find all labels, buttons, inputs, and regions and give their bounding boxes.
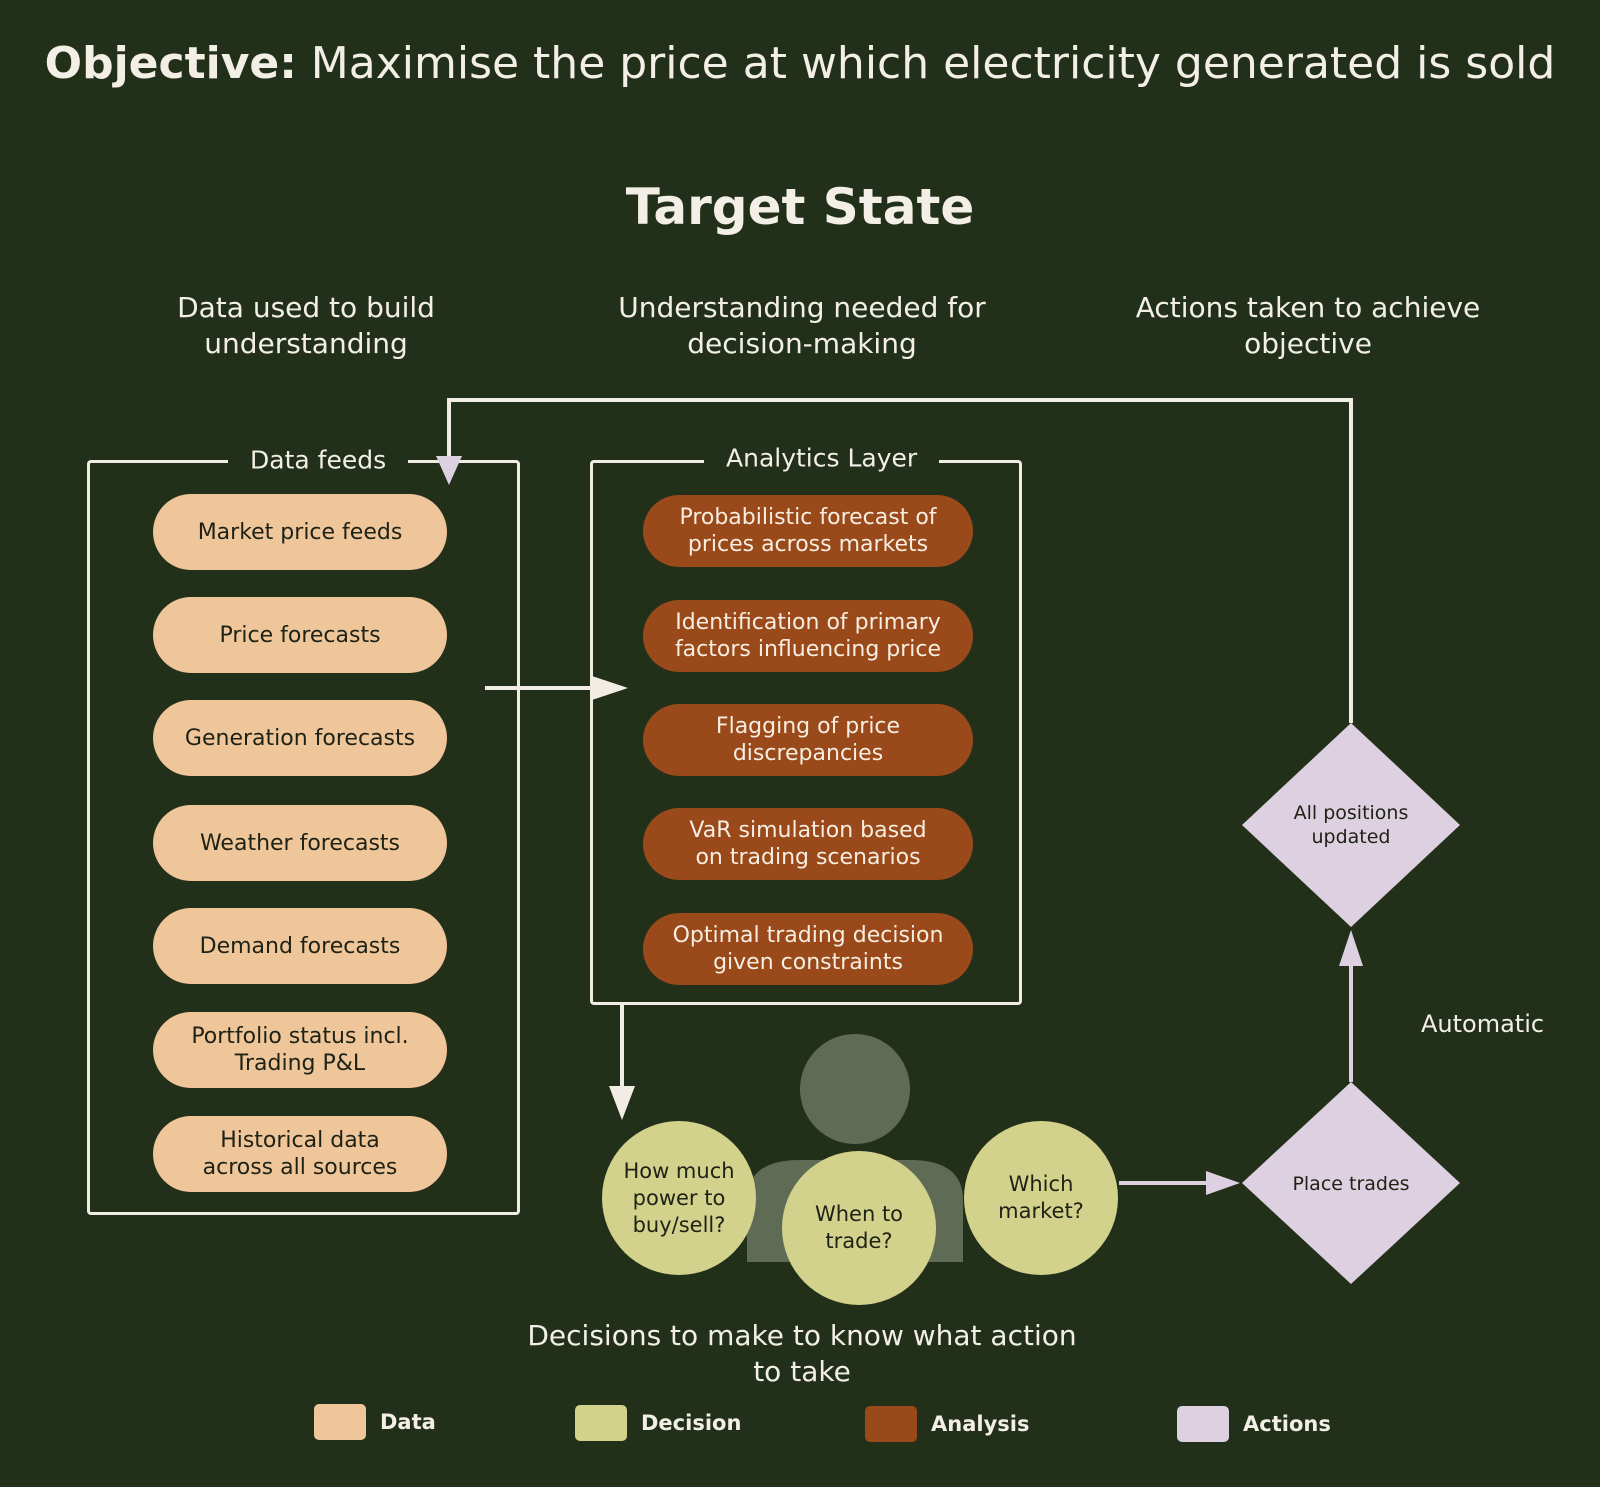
feedback-loop-line: [447, 398, 1353, 723]
decisions-caption: Decisions to make to know what action to…: [522, 1318, 1082, 1390]
analysis-item-price-discrepancies: Flagging of price discrepancies: [643, 704, 973, 776]
decisions-caption-line2: to take: [753, 1355, 851, 1388]
data-item-market-price-feeds: Market price feeds: [153, 494, 447, 570]
data-item-historical-data: Historical data across all sources: [153, 1116, 447, 1192]
understanding-column-heading: Understanding needed for decision-making: [592, 290, 1012, 362]
target-state-title: Target State: [625, 178, 975, 236]
feedback-loop-arrowhead: [436, 456, 462, 485]
data-item-text: Generation forecasts: [184, 725, 416, 751]
analysis-item-text: discrepancies: [732, 741, 884, 766]
analysis-item-text: Probabilistic forecast of: [679, 505, 937, 530]
legend-swatch-decision: [575, 1405, 627, 1441]
decisions-caption-line1: Decisions to make to know what action: [527, 1319, 1077, 1352]
analysis-item-text: given constraints: [713, 950, 903, 975]
legend-label-analysis: Analysis: [931, 1412, 1030, 1436]
decision-text: buy/sell?: [632, 1212, 726, 1237]
analysis-item-text: prices across markets: [687, 532, 929, 557]
legend-swatch-actions: [1177, 1406, 1229, 1442]
legend-swatch-data: [314, 1404, 366, 1440]
trades-to-positions-arrowhead: [1339, 930, 1363, 966]
analysis-item-probabilistic-forecast: Probabilistic forecast of prices across …: [643, 495, 973, 567]
data-item-portfolio-status: Portfolio status incl. Trading P&L: [153, 1012, 447, 1088]
analysis-item-optimal-decision: Optimal trading decision given constrain…: [643, 913, 973, 985]
data-item-text: Market price feeds: [197, 519, 403, 545]
analysis-item-text: Optimal trading decision: [672, 923, 944, 948]
actions-column-heading-line1: Actions taken to achieve: [1135, 291, 1481, 324]
legend-label-actions: Actions: [1243, 1412, 1331, 1436]
data-item-text: Portfolio status incl.: [191, 1024, 409, 1049]
legend-label-data: Data: [380, 1410, 436, 1434]
data-item-demand-forecasts: Demand forecasts: [153, 908, 447, 984]
legend-item-analysis: Analysis: [865, 1406, 1029, 1442]
objective-heading: Objective: Maximise the price at which e…: [0, 38, 1600, 89]
decision-text: How much: [623, 1158, 735, 1183]
data-item-generation-forecasts: Generation forecasts: [153, 700, 447, 776]
objective-text: Maximise the price at which electricity …: [296, 38, 1556, 89]
all-positions-diamond: [1242, 723, 1460, 927]
data-item-text: across all sources: [202, 1155, 398, 1180]
analysis-item-text: Identification of primary: [675, 610, 941, 635]
analysis-item-var-simulation: VaR simulation based on trading scenario…: [643, 808, 973, 880]
decision-which-market: Which market?: [964, 1121, 1118, 1275]
analytics-layer-title: Analytics Layer: [704, 443, 940, 473]
decision-text: market?: [998, 1199, 1084, 1223]
data-item-text: Trading P&L: [234, 1051, 366, 1076]
decision-text: When to: [814, 1202, 904, 1226]
data-item-text: Historical data: [220, 1128, 380, 1153]
analytics-to-decisions-arrowhead: [609, 1086, 635, 1120]
objective-lead: Objective:: [44, 38, 297, 89]
all-positions-label-line1: All positions: [1293, 802, 1409, 824]
data-feeds-title: Data feeds: [228, 445, 409, 475]
place-trades-diamond: [1242, 1082, 1460, 1284]
actions-column-heading-line2: objective: [1244, 327, 1372, 360]
legend-label-decision: Decision: [641, 1411, 742, 1435]
decision-text: trade?: [825, 1229, 893, 1253]
understanding-column-heading-line1: Understanding needed for: [618, 291, 986, 324]
decision-text: Which: [1008, 1172, 1074, 1196]
analysis-item-text: VaR simulation based: [689, 818, 927, 843]
data-item-price-forecasts: Price forecasts: [153, 597, 447, 673]
analysis-item-text: on trading scenarios: [695, 845, 921, 870]
decision-text: power to: [632, 1185, 726, 1210]
data-item-weather-forecasts: Weather forecasts: [153, 805, 447, 881]
analysis-item-text: Flagging of price: [715, 714, 901, 739]
data-column-heading-line2: understanding: [204, 327, 408, 360]
legend-item-decision: Decision: [575, 1405, 741, 1441]
automatic-label: Automatic: [1421, 1010, 1545, 1038]
legend-item-actions: Actions: [1177, 1406, 1331, 1442]
decision-when-to-trade: When to trade?: [782, 1151, 936, 1305]
person-head: [800, 1034, 910, 1144]
market-to-trades-arrowhead: [1206, 1171, 1240, 1195]
data-column-heading-line1: Data used to build: [177, 291, 435, 324]
data-column-heading: Data used to build understanding: [96, 290, 516, 362]
analysis-item-primary-factors: Identification of primary factors influe…: [643, 600, 973, 672]
place-trades-label: Place trades: [1292, 1173, 1410, 1195]
actions-column-heading: Actions taken to achieve objective: [1098, 290, 1518, 362]
data-item-text: Price forecasts: [219, 622, 381, 648]
all-positions-label-line2: updated: [1311, 826, 1391, 848]
analysis-item-text: factors influencing price: [674, 637, 942, 662]
data-item-text: Weather forecasts: [199, 830, 401, 856]
decision-how-much-power: How much power to buy/sell?: [602, 1121, 756, 1275]
data-to-analytics-arrowhead: [592, 676, 628, 700]
data-item-text: Demand forecasts: [199, 933, 401, 959]
legend-swatch-analysis: [865, 1406, 917, 1442]
understanding-column-heading-line2: decision-making: [687, 327, 917, 360]
legend-item-data: Data: [314, 1404, 436, 1440]
all-positions-label: All positions updated: [1262, 800, 1440, 850]
